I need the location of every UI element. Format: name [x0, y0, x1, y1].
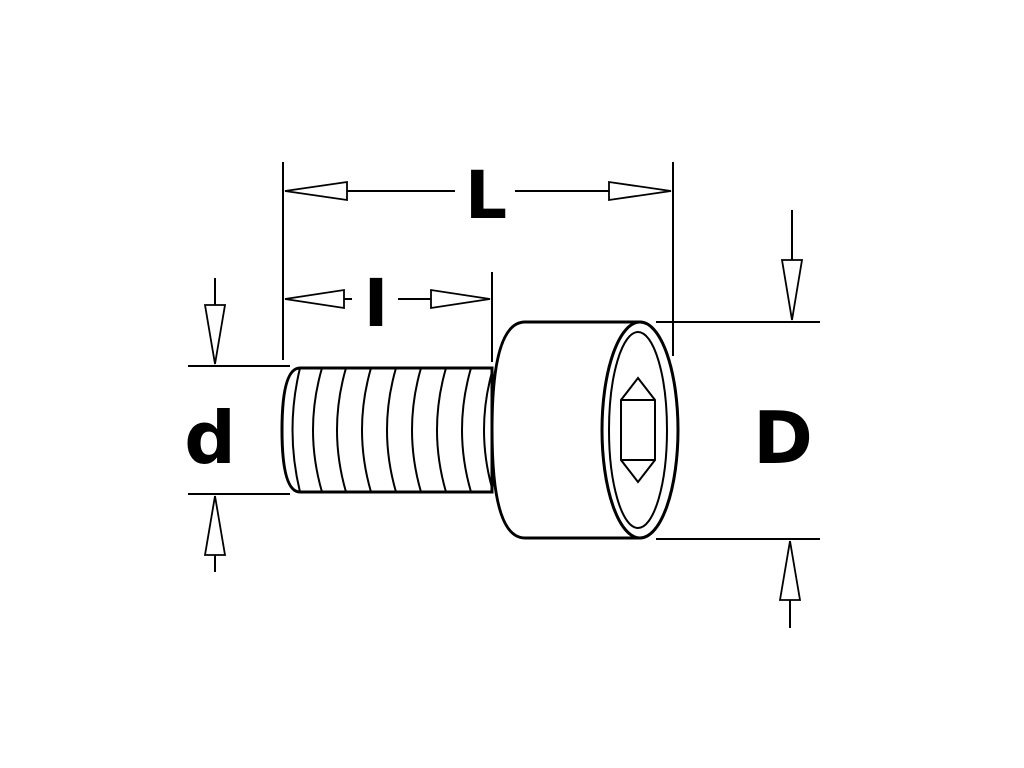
arrow-right [430, 288, 491, 310]
arrow-up [778, 540, 802, 601]
arrow-right [608, 180, 672, 202]
dimension-thread-length [284, 272, 493, 362]
arrow-left [284, 288, 345, 310]
label-total-length: L [465, 157, 507, 234]
label-thread-diameter: d [184, 396, 236, 480]
label-thread-length: I [364, 265, 389, 342]
label-head-diameter: D [753, 396, 813, 480]
dimension-head-diameter [656, 210, 820, 628]
arrow-down [203, 304, 227, 365]
arrow-left [284, 180, 348, 202]
arrow-up [203, 495, 227, 556]
arrow-down [780, 259, 804, 321]
dimension-thread-diameter [188, 278, 290, 572]
dimension-total-length [282, 162, 674, 360]
hex-socket-icon [620, 376, 656, 484]
socket-head-cap-screw-icon [280, 320, 680, 540]
screw-shank [280, 366, 494, 494]
screw-head [490, 320, 680, 540]
